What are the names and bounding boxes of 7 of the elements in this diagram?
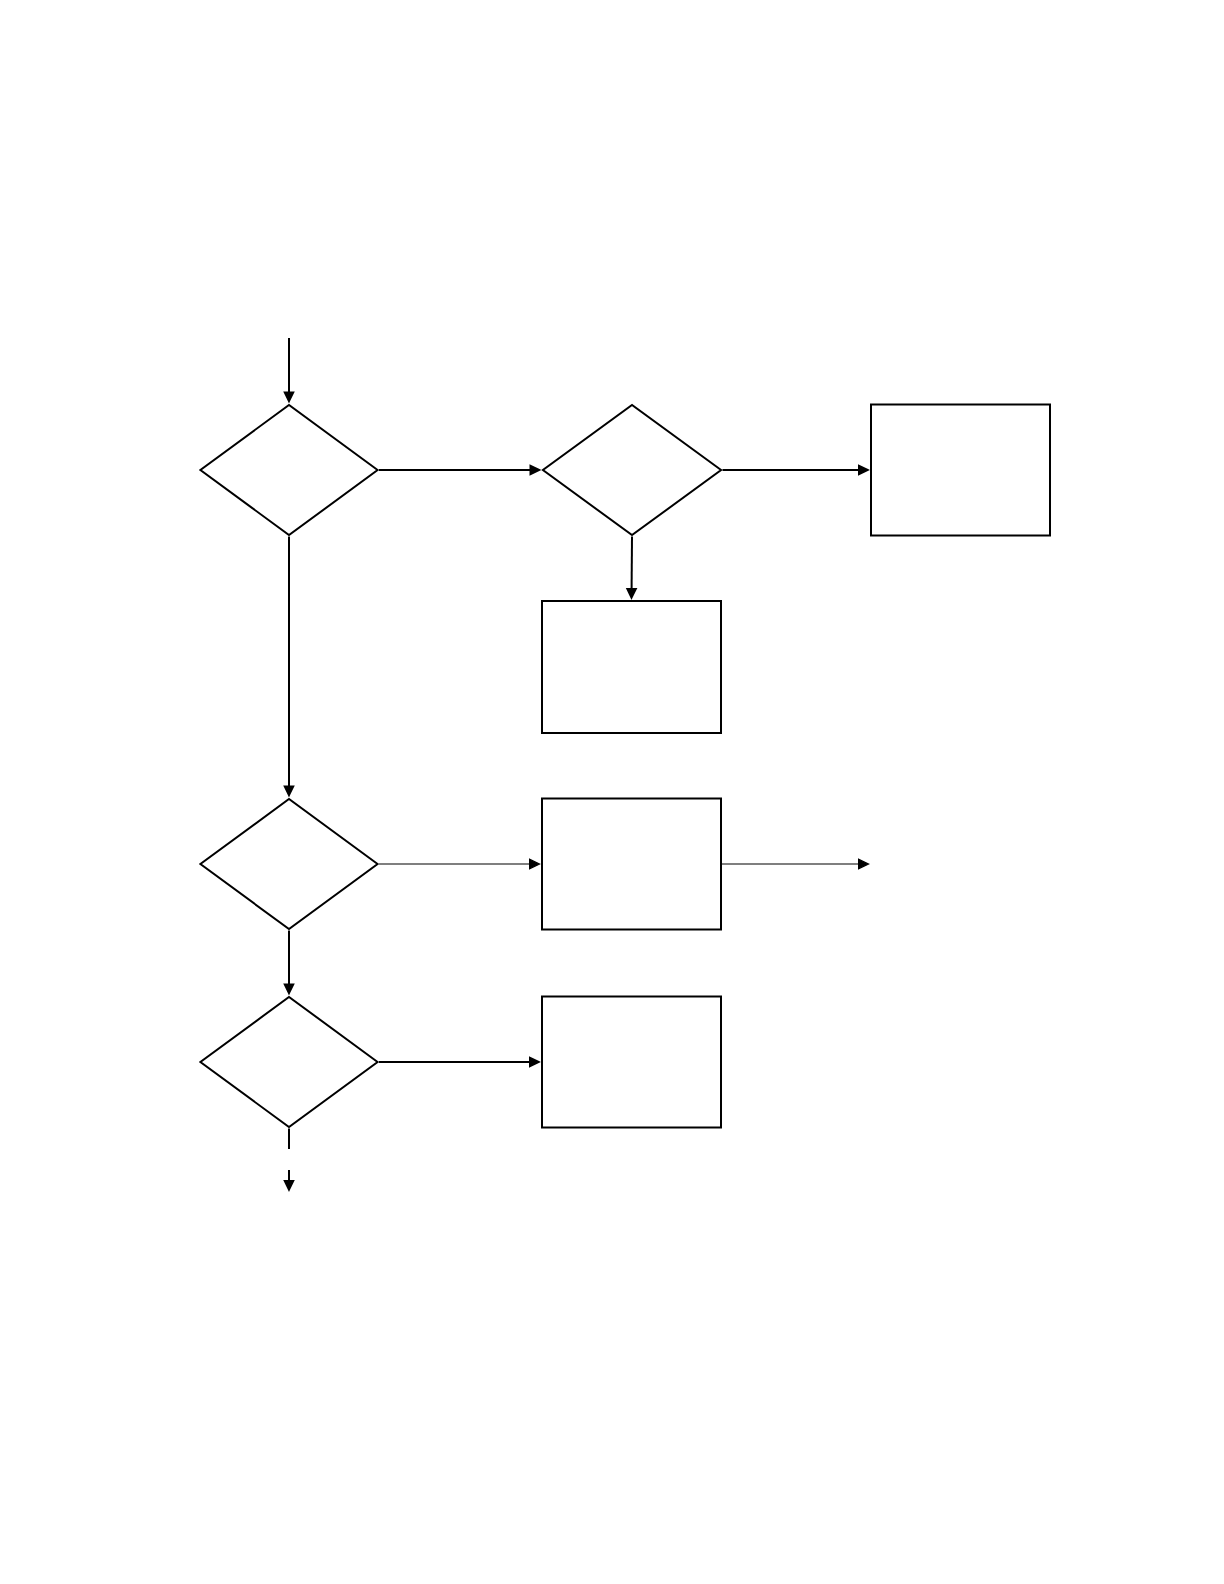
process-box	[541, 600, 722, 734]
process-box	[870, 403, 1051, 537]
process-box	[541, 995, 722, 1129]
arrow	[721, 858, 870, 870]
arrow	[378, 858, 541, 870]
decision-diamond	[541, 403, 723, 537]
process-box	[541, 797, 722, 931]
